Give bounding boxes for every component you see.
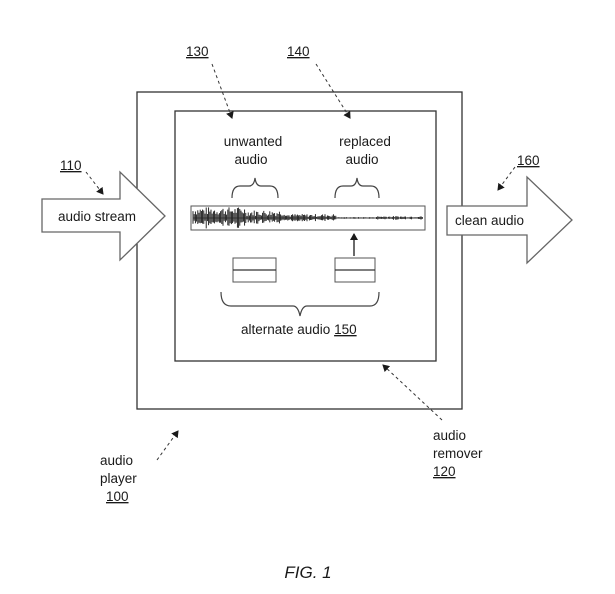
figure-caption: FIG. 1: [284, 563, 331, 582]
replaced-audio-label-line2: audio: [345, 152, 378, 167]
leader-100: [156, 430, 179, 461]
unwanted-audio-brace: [231, 177, 279, 199]
audio-player-label-line2: player: [100, 471, 137, 486]
audio-stream-arrow: [41, 170, 166, 262]
ref-150: 150: [334, 322, 357, 337]
replaced-audio-brace: [334, 177, 380, 199]
audio-player-label-line1: audio: [100, 453, 133, 468]
replaced-audio-label-line1: replaced: [339, 134, 391, 149]
audio-remover-label-line1: audio: [433, 428, 466, 443]
alternate-audio-clip-left: [232, 257, 277, 283]
audio-waveform: [190, 205, 426, 231]
unwanted-audio-label-line2: audio: [234, 152, 267, 167]
alternate-audio-clip-right: [334, 257, 376, 283]
audio-player-box: [136, 91, 463, 410]
leader-140: [315, 63, 351, 119]
audio-stream-label: audio stream: [58, 209, 136, 224]
unwanted-audio-label-line1: unwanted: [224, 134, 283, 149]
leader-160: [497, 166, 516, 191]
leader-130: [211, 63, 234, 119]
audio-remover-box: [174, 110, 437, 362]
ref-130: 130: [186, 44, 209, 59]
alternate-audio-brace: [220, 291, 380, 317]
ref-160: 160: [517, 153, 540, 168]
audio-remover-label-line2: remover: [433, 446, 483, 461]
leader-110: [85, 171, 104, 195]
ref-110: 110: [60, 158, 82, 173]
clean-audio-label: clean audio: [455, 213, 524, 228]
clean-audio-arrow: [446, 175, 573, 265]
ref-140: 140: [287, 44, 310, 59]
leader-120: [382, 364, 443, 421]
alternate-audio-label: alternate audio 150: [241, 322, 357, 337]
ref-120: 120: [433, 464, 456, 479]
ref-100: 100: [106, 489, 129, 504]
